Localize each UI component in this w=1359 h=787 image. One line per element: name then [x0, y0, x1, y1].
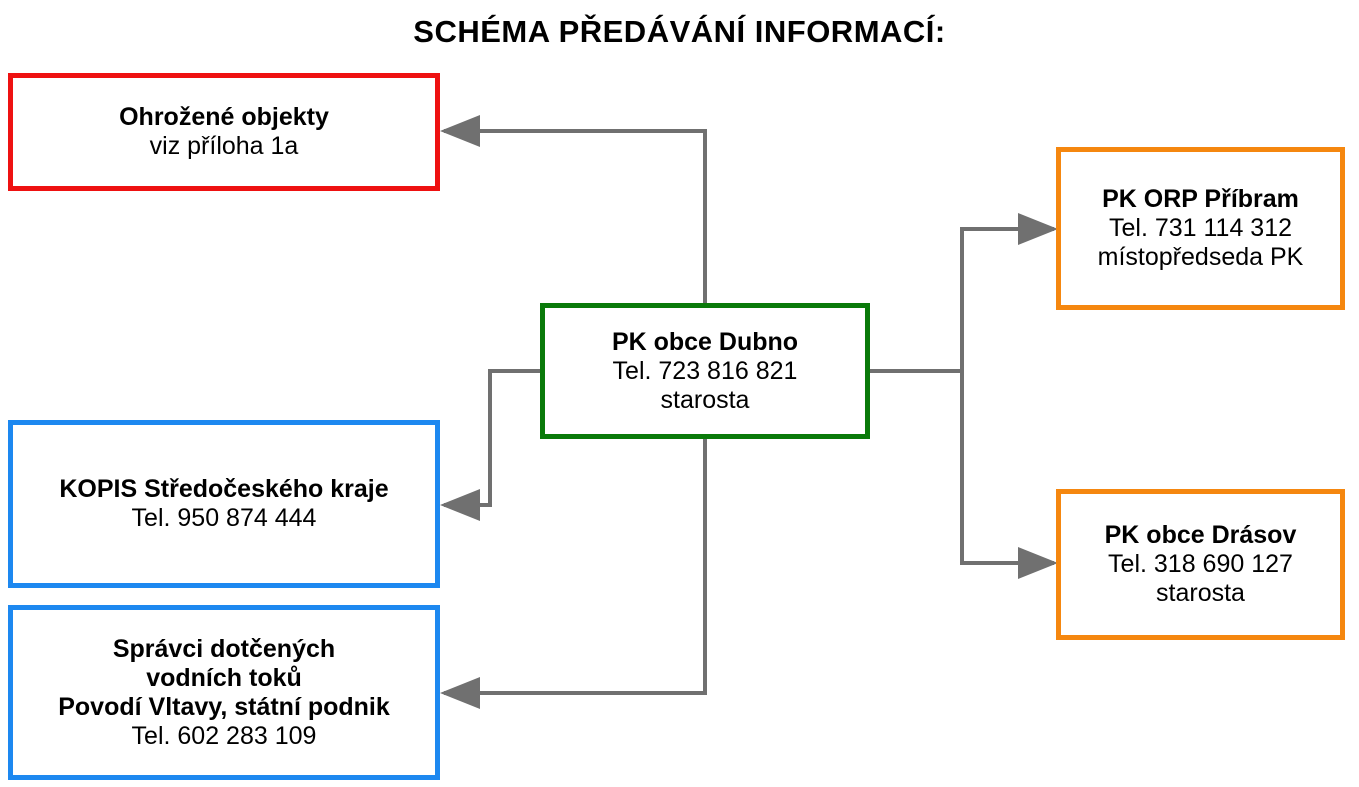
node-pk-orp-pribram: PK ORP Příbram Tel. 731 114 312 místopře… — [1056, 147, 1345, 310]
node-drasov-name: PK obce Drásov — [1104, 521, 1297, 549]
node-ohrozene-note: viz příloha 1a — [149, 132, 299, 160]
node-orp-role: místopředseda PK — [1097, 243, 1304, 271]
edge-center-to-ohrozene — [440, 115, 707, 303]
node-pk-obce-drasov: PK obce Drásov Tel. 318 690 127 starosta — [1056, 489, 1345, 640]
edge-center-to-kopis — [440, 369, 542, 521]
node-center-phone: Tel. 723 816 821 — [612, 356, 798, 385]
node-ohrozene-name: Ohrožené objekty — [119, 103, 329, 131]
node-pk-obce-dubno: PK obce Dubno Tel. 723 816 821 starosta — [540, 303, 870, 439]
node-spravci-phone: Tel. 602 283 109 — [131, 721, 317, 750]
node-orp-name: PK ORP Příbram — [1102, 185, 1299, 213]
node-drasov-phone: Tel. 318 690 127 — [1108, 550, 1293, 578]
node-kopis-phone: Tel. 950 874 444 — [131, 504, 317, 532]
node-center-role: starosta — [660, 385, 750, 414]
node-center-name: PK obce Dubno — [611, 327, 799, 356]
diagram-title: SCHÉMA PŘEDÁVÁNÍ INFORMACÍ: — [413, 14, 946, 49]
node-ohrozene-objekty: Ohrožené objekty viz příloha 1a — [8, 73, 440, 191]
edge-center-to-spravci — [440, 438, 707, 709]
edge-center-to-drasov — [960, 371, 1058, 579]
node-orp-phone: Tel. 731 114 312 — [1108, 214, 1293, 242]
node-kopis: KOPIS Středočeského kraje Tel. 950 874 4… — [8, 420, 440, 588]
node-spravci-name3: Povodí Vltavy, státní podnik — [58, 692, 390, 721]
node-drasov-role: starosta — [1156, 579, 1245, 607]
node-kopis-name: KOPIS Středočeského kraje — [59, 475, 389, 503]
edge-center-to-orp — [868, 213, 1058, 373]
node-spravci-name1: Správci dotčených — [112, 634, 336, 663]
node-spravci-toku: Správci dotčených vodních toků Povodí Vl… — [8, 605, 440, 780]
node-spravci-name2: vodních toků — [146, 663, 302, 692]
